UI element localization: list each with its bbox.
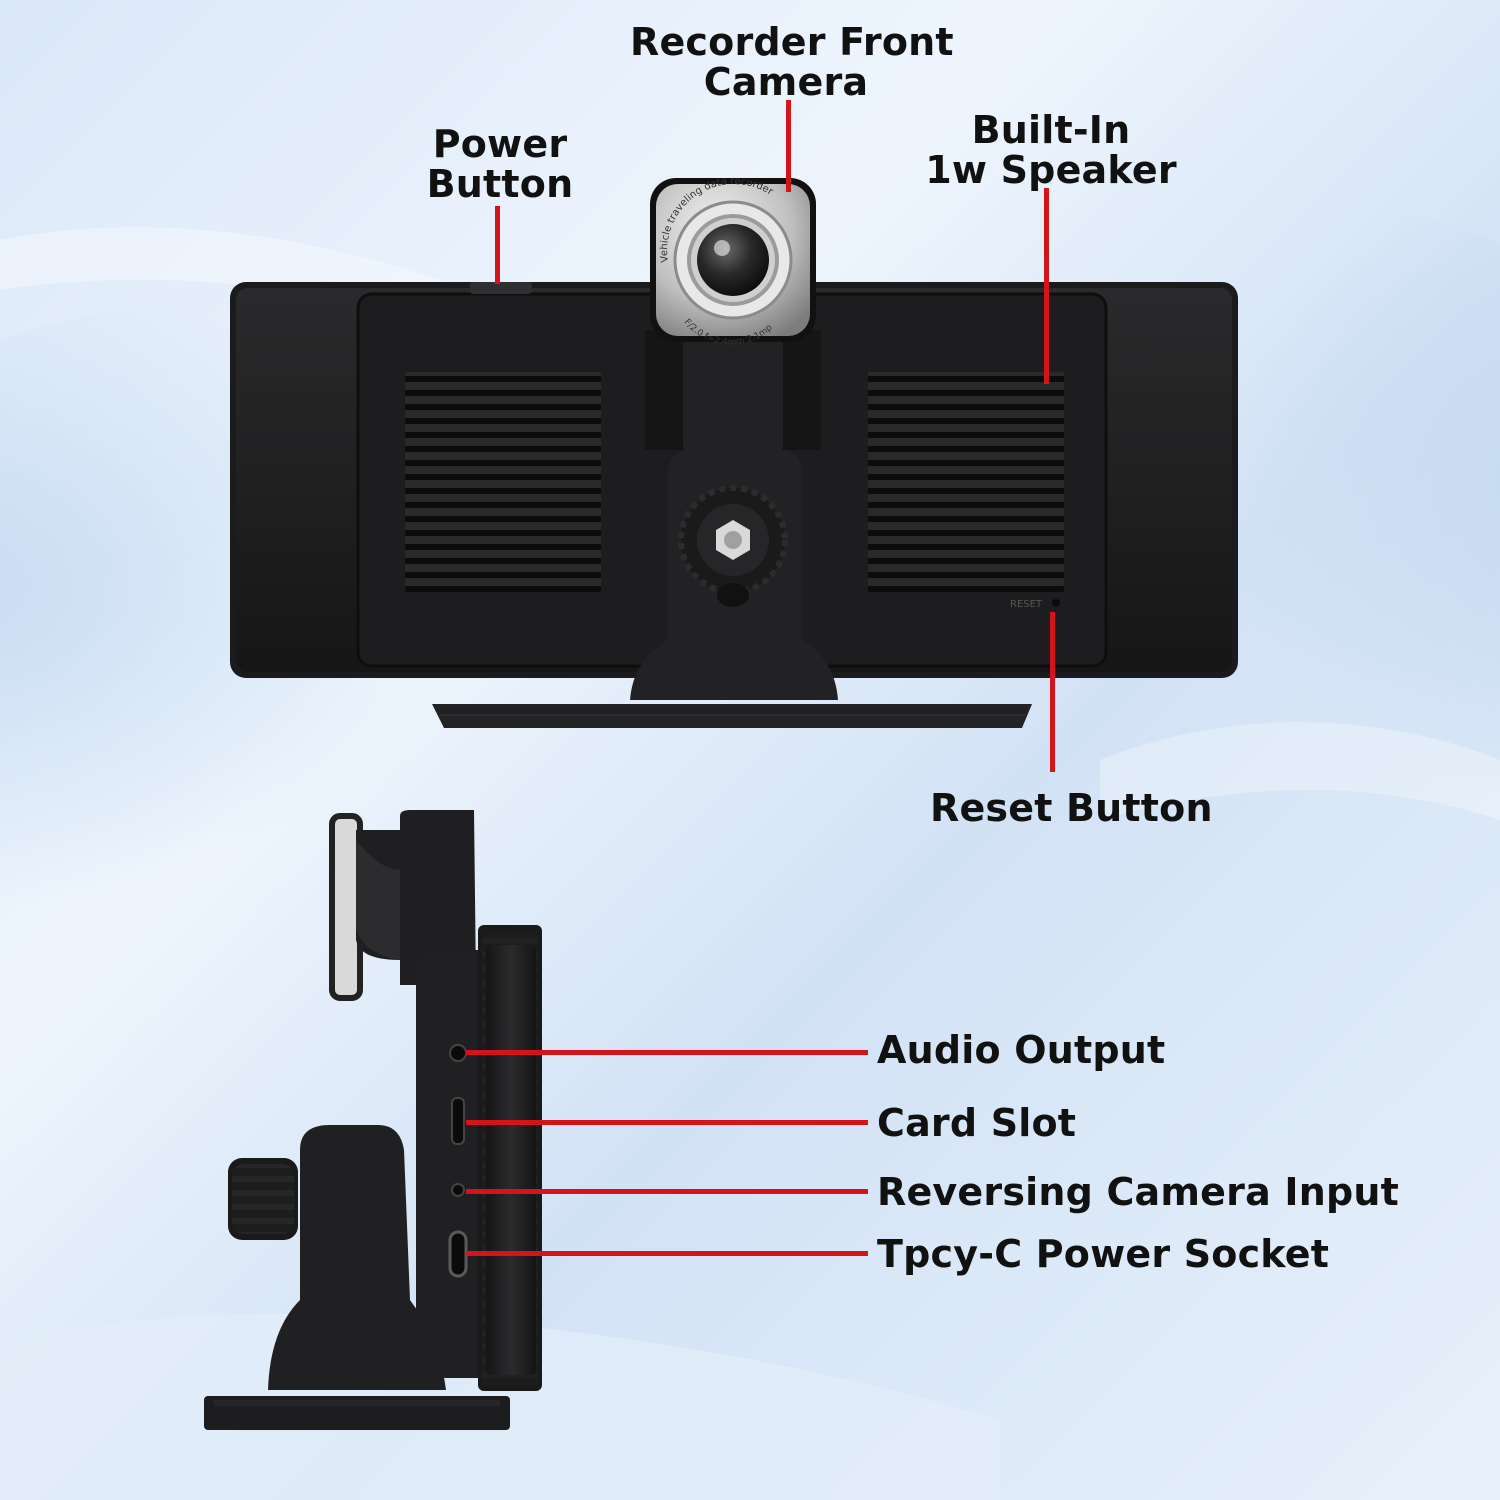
audio-jack: [449, 1044, 467, 1062]
leader-line-card-slot: [466, 1120, 868, 1125]
audio-output-label: Audio Output: [877, 1028, 1166, 1072]
device-side-view: [204, 810, 542, 1430]
leader-line-reversing-camera: [466, 1189, 868, 1194]
builtin-speaker-label: Built-In 1w Speaker: [925, 108, 1177, 192]
power-button-label: Power Button: [426, 122, 574, 206]
leader-line-reset-button: [1050, 612, 1055, 772]
leader-line-front-camera: [786, 100, 791, 192]
leader-line-typec-socket: [466, 1251, 868, 1256]
recorder-front-camera-label: Recorder Front Camera: [630, 20, 954, 104]
usb-c-port: [448, 1230, 468, 1278]
leader-line-speaker: [1044, 188, 1049, 384]
leader-line-audio-output: [466, 1050, 868, 1055]
reset-button-label: Reset Button: [930, 786, 1213, 830]
card-slot-label: Card Slot: [877, 1101, 1077, 1145]
av-jack: [451, 1183, 465, 1197]
front-camera-module: Vehicle traveling data recorder F/2.0 f=…: [650, 176, 816, 348]
reset-mark: RESET: [1010, 599, 1043, 610]
device-back-view: RESET: [230, 282, 1238, 728]
right-speaker-grill: [868, 372, 1064, 592]
card-slot-opening: [451, 1097, 465, 1145]
typec-power-socket-label: Tpcy-C Power Socket: [877, 1232, 1330, 1276]
left-speaker-grill: [405, 372, 601, 592]
leader-line-power-button: [495, 206, 500, 284]
reversing-camera-input-label: Reversing Camera Input: [877, 1170, 1399, 1214]
